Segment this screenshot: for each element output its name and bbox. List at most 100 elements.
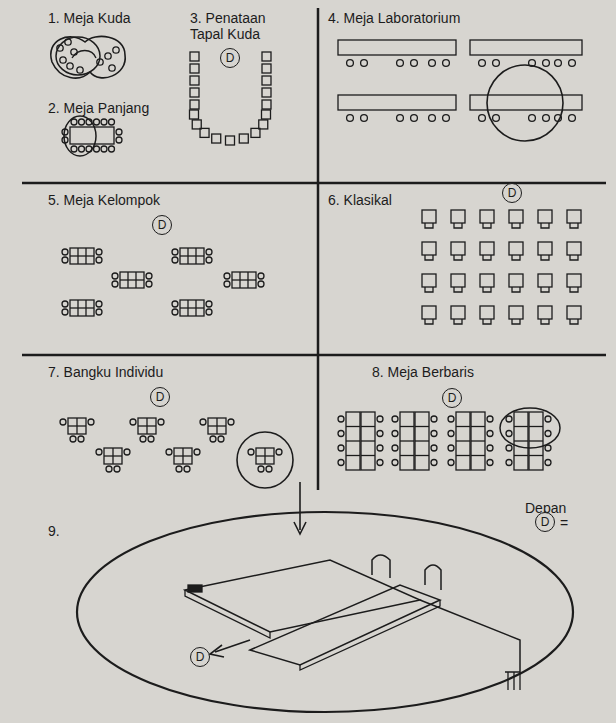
chair-shape xyxy=(570,255,578,260)
desk-square xyxy=(567,210,581,223)
long-table xyxy=(70,127,114,144)
drawing-line xyxy=(361,440,375,441)
chair-circle xyxy=(71,146,77,152)
chair-circle xyxy=(114,466,120,472)
drawing-line xyxy=(415,426,429,427)
chair-circle xyxy=(448,445,454,451)
chair-circle xyxy=(218,436,224,442)
chair-shape xyxy=(512,287,520,292)
chair-circle xyxy=(224,281,230,287)
chair-shape xyxy=(483,287,491,292)
desk-square xyxy=(262,88,271,97)
chair-circle xyxy=(78,436,84,442)
chair-circle xyxy=(377,460,383,466)
chair-circle xyxy=(130,419,136,425)
chair-circle xyxy=(392,445,398,451)
group-table xyxy=(180,248,204,264)
chair-shape xyxy=(372,555,390,578)
front-letter: D xyxy=(196,651,205,663)
desk-square xyxy=(422,210,436,223)
chair-circle xyxy=(543,115,550,122)
chair-circle xyxy=(113,47,119,53)
chair-shape xyxy=(425,223,433,228)
desk-square xyxy=(226,136,235,145)
drawing-line xyxy=(120,279,144,280)
desk-square xyxy=(212,134,221,143)
chair-circle xyxy=(96,309,102,315)
chair-circle xyxy=(62,309,68,315)
highlight-ellipse xyxy=(56,37,100,75)
chair-circle xyxy=(529,115,536,122)
table-edge xyxy=(300,600,440,670)
chair-circle xyxy=(94,119,100,125)
desk-square xyxy=(190,88,199,97)
chair-circle xyxy=(448,416,454,422)
chair-circle xyxy=(377,445,383,451)
desk-square xyxy=(422,306,436,319)
chair-circle xyxy=(140,436,146,442)
drawing-line xyxy=(415,440,429,441)
highlight-circle xyxy=(487,65,563,141)
chair-circle xyxy=(109,119,115,125)
chair-circle xyxy=(210,436,216,442)
desk-square xyxy=(190,64,199,73)
chair-circle xyxy=(361,115,368,122)
chair-circle xyxy=(545,416,551,422)
chair-circle xyxy=(487,445,493,451)
chair-shape xyxy=(512,319,520,324)
chair-shape xyxy=(454,223,462,228)
chair-circle xyxy=(60,419,66,425)
desk-square xyxy=(538,210,552,223)
drawing-line xyxy=(346,455,360,456)
chair-circle xyxy=(79,146,85,152)
chair-shape xyxy=(570,319,578,324)
chair-shape xyxy=(483,319,491,324)
arrow-head xyxy=(294,522,306,534)
desk-square xyxy=(567,242,581,255)
divider-line xyxy=(317,8,320,490)
individual-desk xyxy=(68,418,86,434)
chair-circle xyxy=(112,273,118,279)
highlight-ellipse xyxy=(64,116,96,156)
drawing-line xyxy=(208,425,226,426)
chair-circle xyxy=(77,67,83,73)
desk-square xyxy=(451,210,465,223)
drawing-line xyxy=(456,440,470,441)
drawing-line xyxy=(514,455,528,456)
lab-table xyxy=(470,40,582,55)
chair-circle xyxy=(377,431,383,437)
panel-title: 7. Bangku Individu xyxy=(48,364,163,380)
chair-circle xyxy=(347,115,354,122)
desk-square xyxy=(259,120,268,129)
row-desk xyxy=(346,412,360,470)
panel-title: 8. Meja Berbaris xyxy=(372,364,474,380)
chair-circle xyxy=(276,449,282,455)
chair-circle xyxy=(166,449,172,455)
individual-desk xyxy=(104,448,122,464)
chair-circle xyxy=(397,60,404,67)
divider-line xyxy=(22,354,606,357)
chair-circle xyxy=(361,60,368,67)
drawing-line xyxy=(471,440,485,441)
drawing-line xyxy=(529,440,543,441)
front-marker: D xyxy=(152,215,172,235)
drawing-line xyxy=(361,426,375,427)
chair-circle xyxy=(62,257,68,263)
group-table xyxy=(120,272,144,288)
drawing-line xyxy=(70,255,94,256)
chair-shape xyxy=(541,319,549,324)
group-table xyxy=(70,248,94,264)
drawing-line xyxy=(361,455,375,456)
highlight-ellipse xyxy=(500,408,560,448)
panel-title: 4. Meja Laboratorium xyxy=(328,10,460,26)
drawing-line xyxy=(514,426,528,427)
chair-circle xyxy=(443,115,450,122)
individual-desk xyxy=(208,418,226,434)
desk-square xyxy=(239,134,248,143)
table-top xyxy=(185,560,420,632)
chair-circle xyxy=(397,115,404,122)
chair-circle xyxy=(94,146,100,152)
chair-shape xyxy=(454,319,462,324)
chair-circle xyxy=(506,431,512,437)
desk-square xyxy=(538,242,552,255)
